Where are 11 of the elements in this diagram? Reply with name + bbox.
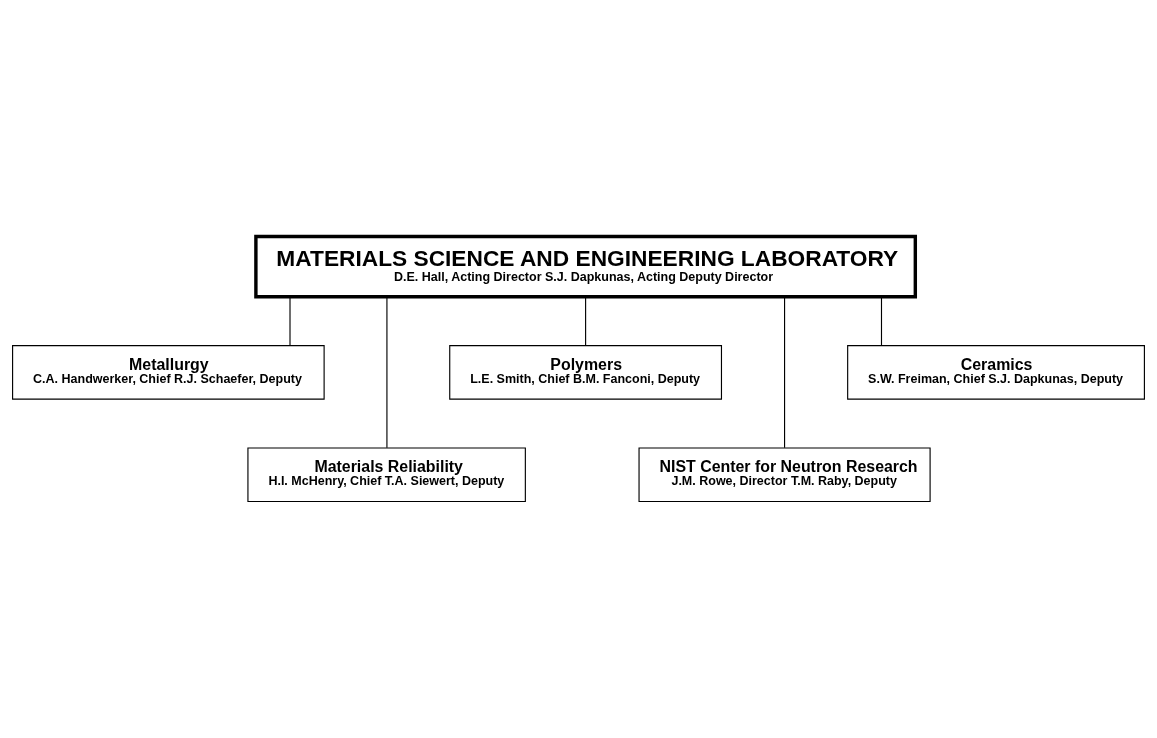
node-box: Polymers L.E. Smith, Chief B.M. Fanconi, Deputy <box>449 345 723 400</box>
node-box: MATERIALS SCIENCE AND ENGINEERING LABORATORY D.E. Hall, Acting Director S.J. Dapkunas, Acting Deputy Director <box>254 234 918 299</box>
node-box: Ceramics S.W. Freiman, Chief S.J. Dapkunas, Deputy <box>847 345 1145 400</box>
connector <box>784 296 786 449</box>
node-box: Materials Reliability H.I. McHenry, Chief T.A. Siewert, Deputy <box>247 447 526 502</box>
connector <box>585 296 587 347</box>
connector <box>386 296 388 449</box>
connector <box>289 296 291 347</box>
node-box: NIST Center for Neutron Research J.M. Rowe, Director T.M. Raby, Deputy <box>638 447 931 502</box>
connector <box>880 296 883 347</box>
node-box: Metallurgy C.A. Handwerker, Chief R.J. Schaefer, Deputy <box>12 345 325 400</box>
